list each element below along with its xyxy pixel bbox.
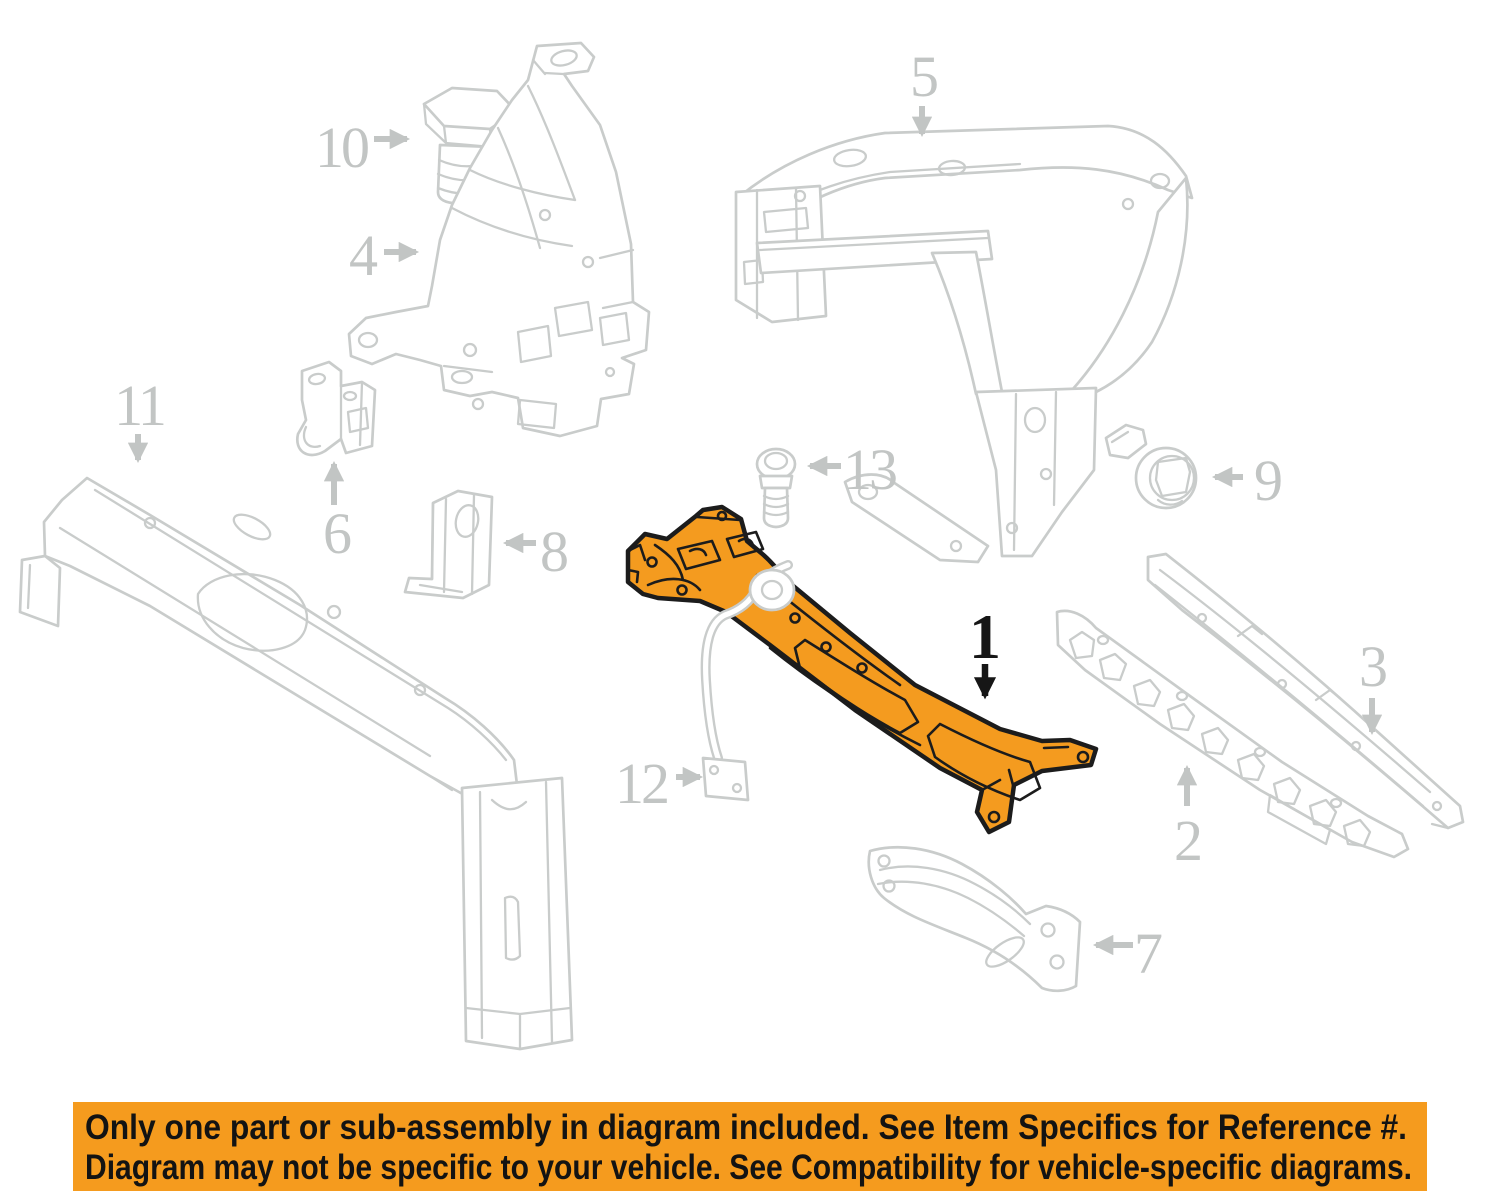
part-4-bracket-assembly-drawing: [347, 41, 651, 438]
callout-9: 9: [1211, 448, 1284, 513]
callout-12-label: 12: [615, 751, 667, 816]
part-1-details: [626, 510, 1090, 824]
part-5-details: [793, 148, 1171, 564]
callout-8-label: 8: [540, 519, 567, 584]
callout-11: 11: [114, 373, 167, 464]
part-3-details: [1146, 555, 1450, 830]
part-11-side-member-drawing: [18, 476, 574, 1051]
part-12-grommet: [748, 568, 796, 612]
part-4-details: [357, 49, 635, 430]
callout-3-label: 3: [1359, 634, 1386, 699]
part-13-bolt-drawing: [755, 447, 797, 529]
callout-13: 13: [806, 437, 899, 502]
callout-1-highlighted: 1: [969, 601, 1001, 700]
part-7-bracket-drawing: [867, 845, 1082, 993]
part-9-clip-drawing: [1104, 423, 1198, 510]
callout-2-label: 2: [1174, 808, 1200, 873]
part-6-bracket-drawing: [295, 360, 377, 457]
part-7-details: [876, 854, 1065, 970]
callout-6: 6: [323, 460, 354, 566]
part-1-highlighted-crossmember: [625, 504, 1099, 835]
callout-10: 10: [315, 115, 411, 180]
callout-6-label: 6: [323, 501, 351, 566]
callout-3: 3: [1359, 634, 1389, 736]
callout-13-label: 13: [843, 437, 896, 502]
part-3-support-bar-drawing: [1146, 552, 1465, 830]
part-12-rod-and-bracket-drawing: [700, 560, 796, 802]
callout-12: 12: [615, 751, 704, 816]
part-2-support-bar-drawing: [1055, 609, 1410, 859]
disclaimer-line-1: Only one part or sub-assembly in diagram…: [85, 1108, 1407, 1147]
part-5-frame-assembly-drawing: [734, 124, 1194, 564]
part-11-details: [428, 774, 572, 1051]
disclaimer-banner-background: [73, 1102, 1427, 1191]
part-8-bracket-drawing: [403, 489, 494, 600]
part-6-details: [302, 372, 370, 449]
callout-5: 5: [910, 44, 940, 138]
callout-9-label: 9: [1254, 448, 1281, 513]
part-2-texture: [1068, 630, 1372, 848]
callout-8: 8: [502, 519, 570, 584]
disclaimer-banner: Only one part or sub-assembly in diagram…: [73, 1102, 1427, 1191]
callout-1-label: 1: [969, 601, 1001, 672]
part-8-details: [418, 493, 480, 596]
callout-5-label: 5: [910, 44, 937, 109]
callout-7: 7: [1092, 921, 1165, 986]
callout-10-label: 10: [315, 115, 368, 180]
disclaimer-line-2: Diagram may not be specific to your vehi…: [85, 1148, 1412, 1187]
callout-2: 2: [1174, 764, 1203, 873]
callout-4: 4: [349, 223, 420, 288]
callout-7-label: 7: [1134, 921, 1162, 986]
callout-11-label: 11: [114, 373, 164, 438]
callout-4-label: 4: [349, 223, 378, 288]
